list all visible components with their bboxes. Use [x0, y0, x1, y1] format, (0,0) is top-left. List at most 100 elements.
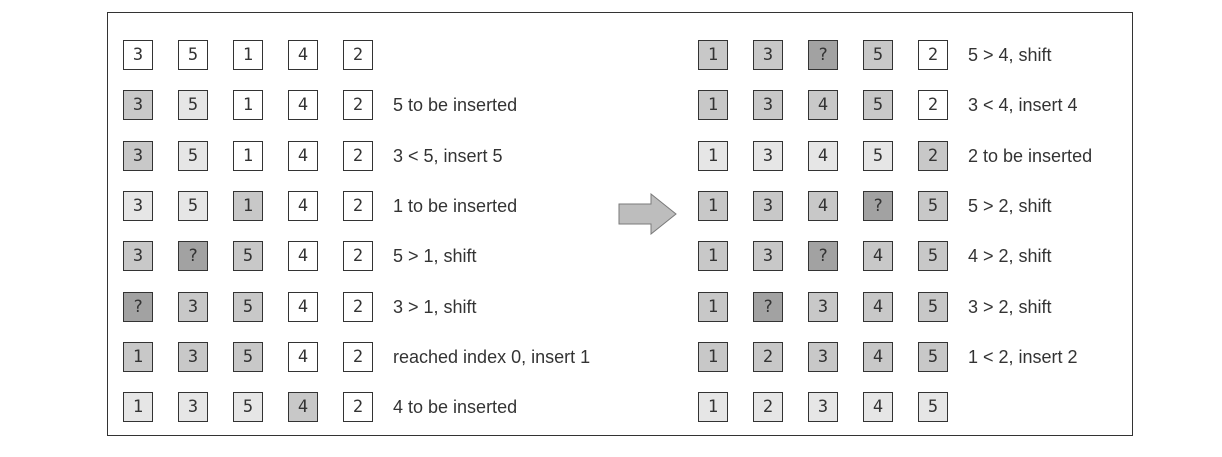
- array-cell: 5: [918, 392, 948, 422]
- array-cell: ?: [808, 40, 838, 70]
- array-cell: 4: [863, 342, 893, 372]
- array-cell: 3: [123, 191, 153, 221]
- array-cell: 5: [233, 342, 263, 372]
- step-note: reached index 0, insert 1: [393, 346, 591, 367]
- array-cell: 5: [863, 40, 893, 70]
- array-cell: 2: [918, 141, 948, 171]
- array-cell: 4: [863, 241, 893, 271]
- array-cell: 4: [863, 292, 893, 322]
- array-cell: ?: [753, 292, 783, 322]
- array-cell: 3: [808, 392, 838, 422]
- array-cell: 3: [178, 342, 208, 372]
- array-cell: 3: [753, 40, 783, 70]
- array-cell: 4: [288, 141, 318, 171]
- array-cell: 3: [178, 292, 208, 322]
- array-cell: 3: [178, 392, 208, 422]
- array-cell: 4: [863, 392, 893, 422]
- step-note: 4 to be inserted: [393, 396, 518, 417]
- array-cell: 4: [288, 40, 318, 70]
- array-cell: 3: [123, 90, 153, 120]
- array-cell: ?: [178, 241, 208, 271]
- array-cell: 1: [698, 141, 728, 171]
- array-cell: 3: [753, 90, 783, 120]
- array-cell: 2: [343, 241, 373, 271]
- array-cell: 3: [123, 241, 153, 271]
- array-cell: 4: [288, 392, 318, 422]
- array-cell: 3: [808, 342, 838, 372]
- right-arrow-icon: [618, 193, 677, 235]
- array-cell: 2: [343, 141, 373, 171]
- step-note: 5 > 2, shift: [968, 195, 1052, 216]
- arrow-shape: [618, 193, 677, 235]
- array-cell: 1: [698, 40, 728, 70]
- array-cell: 5: [178, 90, 208, 120]
- array-cell: 1: [698, 191, 728, 221]
- array-cell: ?: [808, 241, 838, 271]
- step-note: 3 > 2, shift: [968, 296, 1052, 317]
- array-cell: 5: [918, 191, 948, 221]
- array-cell: ?: [863, 191, 893, 221]
- array-cell: 1: [698, 342, 728, 372]
- array-cell: 1: [698, 241, 728, 271]
- step-note: 1 < 2, insert 2: [968, 346, 1078, 367]
- array-cell: 5: [178, 40, 208, 70]
- array-cell: 5: [918, 292, 948, 322]
- array-cell: 3: [808, 292, 838, 322]
- step-note: 5 > 1, shift: [393, 245, 477, 266]
- array-cell: 1: [233, 90, 263, 120]
- array-cell: 5: [233, 292, 263, 322]
- array-cell: 2: [343, 342, 373, 372]
- step-note: 2 to be inserted: [968, 145, 1093, 166]
- array-cell: 2: [343, 40, 373, 70]
- array-cell: 4: [808, 141, 838, 171]
- array-cell: 5: [233, 392, 263, 422]
- step-note: 4 > 2, shift: [968, 245, 1052, 266]
- array-cell: 5: [918, 241, 948, 271]
- array-cell: 4: [808, 90, 838, 120]
- array-cell: 2: [918, 90, 948, 120]
- array-cell: 1: [698, 292, 728, 322]
- array-cell: 5: [178, 141, 208, 171]
- array-cell: 1: [698, 90, 728, 120]
- array-cell: 3: [123, 141, 153, 171]
- array-cell: 2: [918, 40, 948, 70]
- array-cell: 1: [233, 141, 263, 171]
- array-cell: 3: [753, 141, 783, 171]
- step-note: 1 to be inserted: [393, 195, 518, 216]
- step-note: 3 < 4, insert 4: [968, 94, 1078, 115]
- array-cell: 4: [288, 90, 318, 120]
- array-cell: 5: [863, 141, 893, 171]
- array-cell: 1: [233, 40, 263, 70]
- step-note: 3 > 1, shift: [393, 296, 477, 317]
- array-cell: 2: [343, 90, 373, 120]
